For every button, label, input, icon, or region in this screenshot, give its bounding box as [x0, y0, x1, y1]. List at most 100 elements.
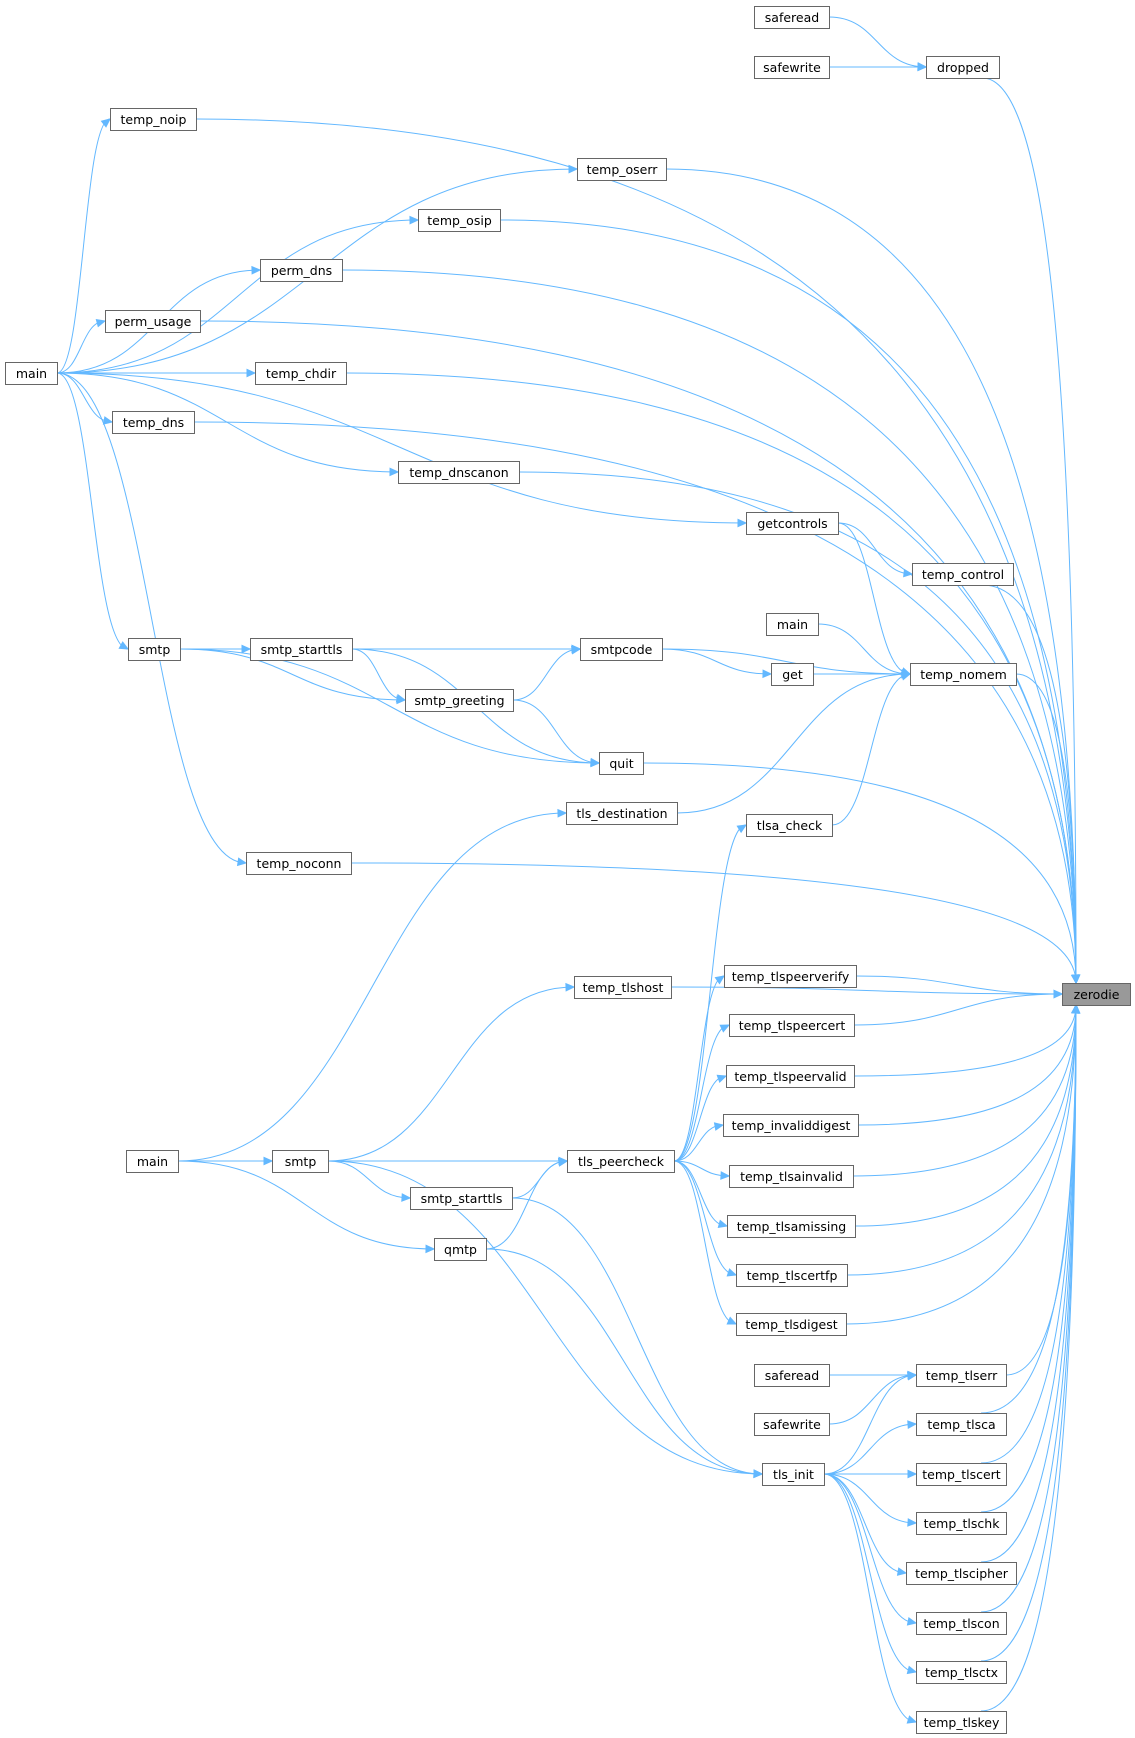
node-perm-usage[interactable]: perm_usage	[105, 310, 201, 333]
node-getcontrols[interactable]: getcontrols	[746, 512, 839, 535]
edge-smtp2-to-smtp_starttls2	[327, 1160, 411, 1199]
edge-tls_init-to-temp_tlscipher	[823, 1473, 907, 1574]
edge-temp_tlsainvalid-to-zerodie	[852, 1004, 1077, 1177]
node-box	[723, 1114, 859, 1137]
edge-temp_noconn-to-zerodie	[350, 862, 1077, 984]
node-box	[736, 1264, 848, 1287]
edge-temp_oserr-to-zerodie	[665, 168, 1077, 984]
edge-temp_osip-to-zerodie	[499, 219, 1077, 984]
node-saferead-top[interactable]: saferead	[754, 6, 830, 29]
node-temp-oserr[interactable]: temp_oserr	[577, 158, 667, 181]
node-box	[434, 1238, 487, 1261]
node-temp-noip[interactable]: temp_noip	[110, 108, 197, 131]
node-quit[interactable]: quit	[599, 752, 644, 775]
node-label: temp_tlscert	[922, 1467, 1001, 1482]
edge-smtp_starttls2-to-tls_init	[511, 1197, 763, 1475]
node-temp-tlspeerverify[interactable]: temp_tlspeerverify	[724, 965, 857, 988]
node-label: safewrite	[763, 60, 821, 75]
node-dropped[interactable]: dropped	[926, 56, 1000, 79]
node-smtp-greeting[interactable]: smtp_greeting	[405, 689, 514, 712]
node-label: temp_tlsainvalid	[740, 1169, 843, 1184]
edge-tls_destination-to-temp_nomem	[676, 673, 911, 814]
edge-temp_tlskey-to-zerodie	[980, 1004, 1077, 1712]
node-label: temp_tlsamissing	[737, 1219, 847, 1234]
node-box	[260, 259, 343, 282]
node-label: temp_dnscanon	[409, 465, 508, 480]
node-tls-peercheck[interactable]: tls_peercheck	[567, 1150, 675, 1173]
node-box	[5, 362, 58, 385]
edge-main1-to-temp_dnscanon	[56, 372, 399, 473]
node-temp-dnscanon[interactable]: temp_dnscanon	[398, 461, 520, 484]
edge-main1-to-getcontrols	[56, 372, 747, 524]
node-qmtp[interactable]: qmtp	[434, 1238, 487, 1261]
node-temp-tlsainvalid[interactable]: temp_tlsainvalid	[729, 1165, 854, 1188]
node-temp-invaliddigest[interactable]: temp_invaliddigest	[723, 1114, 859, 1137]
node-temp-tlschk[interactable]: temp_tlschk	[916, 1512, 1007, 1535]
node-main2[interactable]: main	[766, 613, 819, 636]
node-label: temp_tlsctx	[925, 1665, 998, 1680]
edge-temp_chdir-to-zerodie	[345, 372, 1077, 984]
node-smtp1[interactable]: smtp	[128, 638, 181, 661]
node-box	[926, 56, 1000, 79]
edge-smtp1-to-quit	[179, 648, 600, 764]
node-zerodie[interactable]: zerodie	[1062, 983, 1131, 1006]
arrowhead	[557, 808, 568, 818]
node-smtp2[interactable]: smtp	[272, 1150, 329, 1173]
node-temp-tlshost[interactable]: temp_tlshost	[574, 976, 672, 999]
node-label: temp_tlspeerverify	[732, 969, 850, 984]
arrowhead	[753, 1469, 764, 1479]
edge-main1-to-temp_dns	[56, 372, 113, 423]
node-temp-tlscert[interactable]: temp_tlscert	[916, 1463, 1007, 1486]
node-label: temp_noip	[121, 112, 187, 127]
node-temp-tlscipher[interactable]: temp_tlscipher	[906, 1562, 1017, 1585]
edge-tls_peercheck-to-temp_tlspeerverify	[673, 975, 725, 1162]
node-temp-tlsdigest[interactable]: temp_tlsdigest	[736, 1313, 847, 1336]
node-smtp-starttls1[interactable]: smtp_starttls	[250, 638, 353, 661]
node-temp-control[interactable]: temp_control	[912, 563, 1014, 586]
node-box	[405, 689, 514, 712]
edge-tls_init-to-temp_tlsctx	[823, 1473, 917, 1673]
node-temp-tlserr[interactable]: temp_tlserr	[916, 1364, 1007, 1387]
node-temp-tlscon[interactable]: temp_tlscon	[916, 1612, 1007, 1635]
node-label: temp_tlspeercert	[739, 1018, 846, 1033]
node-main3[interactable]: main	[126, 1150, 179, 1173]
edge-tls_init-to-temp_tlscon	[823, 1473, 917, 1624]
node-safewrite-top[interactable]: safewrite	[754, 56, 830, 79]
node-tls-init[interactable]: tls_init	[762, 1463, 825, 1486]
node-temp-nomem[interactable]: temp_nomem	[910, 663, 1017, 686]
node-tls-destination[interactable]: tls_destination	[566, 802, 678, 825]
node-temp-tlsamissing[interactable]: temp_tlsamissing	[727, 1215, 856, 1238]
node-smtpcode[interactable]: smtpcode	[580, 638, 663, 661]
node-temp-osip[interactable]: temp_osip	[418, 209, 501, 232]
node-perm-dns[interactable]: perm_dns	[260, 259, 343, 282]
edge-temp_tlscert-to-zerodie	[980, 1004, 1077, 1464]
node-temp-tlspeercert[interactable]: temp_tlspeercert	[729, 1014, 855, 1037]
node-smtp-starttls2[interactable]: smtp_starttls	[410, 1187, 513, 1210]
node-main1[interactable]: main	[5, 362, 58, 385]
node-temp-chdir[interactable]: temp_chdir	[255, 362, 347, 385]
arrowhead	[906, 1665, 918, 1675]
node-temp-tlsca[interactable]: temp_tlsca	[916, 1413, 1007, 1436]
node-label: dropped	[937, 60, 989, 75]
node-temp-tlspeervalid[interactable]: temp_tlspeervalid	[726, 1065, 855, 1088]
node-temp-tlskey[interactable]: temp_tlskey	[916, 1711, 1007, 1734]
node-box	[255, 362, 347, 385]
node-saferead-bot[interactable]: saferead	[754, 1364, 830, 1387]
arrowhead	[717, 1219, 729, 1229]
node-get[interactable]: get	[771, 663, 814, 686]
node-box	[126, 1150, 179, 1173]
arrowhead	[736, 824, 748, 834]
node-box	[599, 752, 644, 775]
node-label: smtpcode	[591, 642, 653, 657]
node-safewrite-bot[interactable]: safewrite	[754, 1413, 830, 1436]
node-tlsa-check[interactable]: tlsa_check	[746, 814, 833, 837]
node-temp-dns[interactable]: temp_dns	[112, 411, 195, 434]
node-temp-tlscertfp[interactable]: temp_tlscertfp	[736, 1264, 848, 1287]
arrowhead	[716, 1074, 728, 1083]
node-temp-tlsctx[interactable]: temp_tlsctx	[916, 1661, 1007, 1684]
node-temp-noconn[interactable]: temp_noconn	[246, 852, 352, 875]
node-box	[916, 1711, 1007, 1734]
node-label: main	[777, 617, 808, 632]
node-box	[746, 814, 833, 837]
